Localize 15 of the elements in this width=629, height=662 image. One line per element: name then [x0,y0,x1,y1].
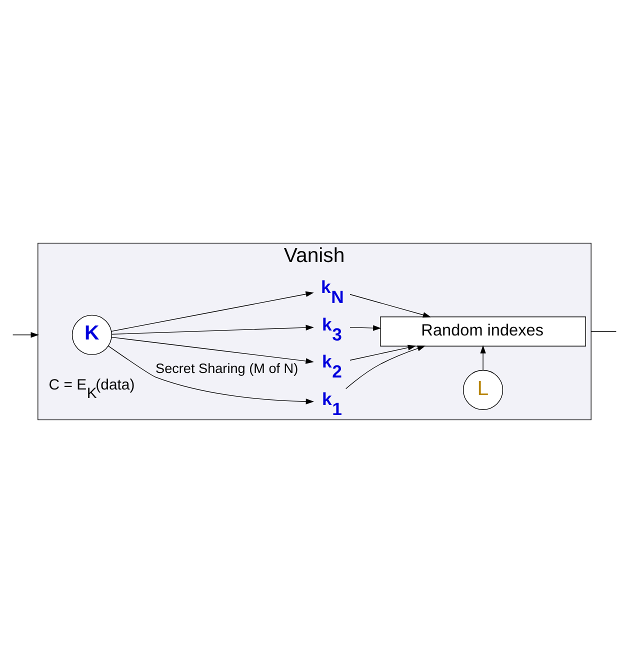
connector [590,330,617,332]
arrow [350,324,382,330]
arrow [350,344,416,360]
node-circle: K [72,314,112,354]
arrow [111,324,314,334]
arrow [111,290,314,332]
arrow [346,345,426,389]
arrow [480,344,486,370]
arrow [12,332,39,338]
arrow [108,345,314,404]
arrow [111,336,314,364]
node-circle: L [463,369,504,410]
arrow [350,294,432,318]
node-box: Random indexes [380,316,586,346]
edge-label: Secret Sharing (M of N) [156,360,298,376]
